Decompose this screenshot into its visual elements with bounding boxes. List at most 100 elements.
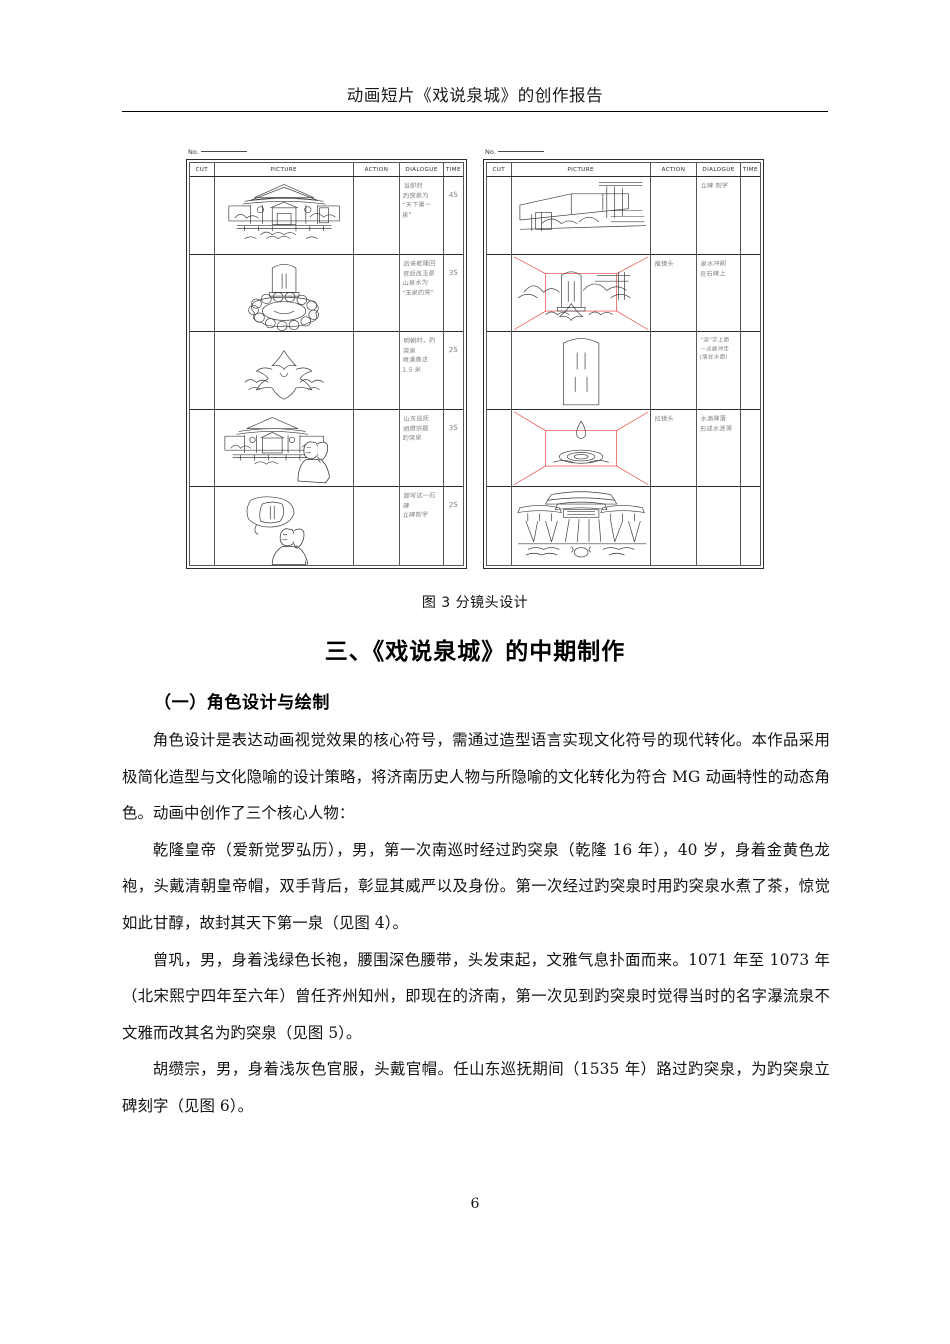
dialogue-text: 泉水冲刷 在石碑上 [700, 259, 727, 278]
action-text: 拉镜头 [654, 415, 674, 423]
sketch-beams-and-mountains [512, 177, 650, 254]
action-column-right: 推镜头 拉镜头 [650, 177, 698, 565]
cut-column-left [190, 177, 215, 565]
storyboard-cell-action [650, 177, 697, 255]
storyboard-cell-time: 2S [443, 332, 463, 410]
storyboard-cell-time [740, 332, 760, 410]
cut-column-right [487, 177, 512, 565]
storyboard-cell-dialogue: 明朝时，趵突泉 喷涌高达 1.5 米 [400, 332, 443, 410]
storyboard-cell-dialogue: 题写这一石碑 立碑刻字 [400, 487, 443, 565]
action-text [354, 487, 399, 492]
time-text [741, 332, 760, 347]
storyboard-body-right: 推镜头 拉镜头 立碑 刻字 泉水冲刷 在石碑上 "突"字上面 一点被冲走 (落在… [487, 177, 760, 565]
paragraph-qianlong: 乾隆皇帝（爱新觉罗弘历），男，第一次南巡时经过趵突泉（乾隆 16 年），40 岁… [122, 840, 830, 932]
storyboard-cell-action [650, 332, 697, 410]
storyboard-table-right: CUT PICTURE ACTION DIALOGUE TIME [483, 159, 764, 569]
dialogue-column-right: 立碑 刻字 泉水冲刷 在石碑上 "突"字上面 一点被冲走 (落在水面) 水滴降落… [697, 177, 741, 565]
column-header-time: TIME [742, 166, 758, 173]
storyboard-cell-picture [214, 332, 353, 410]
column-header-action: ACTION [651, 163, 698, 176]
dialogue-text: 当即封 趵突泉为 "天下第一泉" [402, 182, 432, 219]
sketch-stele-closeup [512, 332, 650, 409]
action-text [354, 177, 399, 182]
column-header-dialogue: DIALOGUE [697, 163, 741, 176]
storyboard-table-inner-left: CUT PICTURE ACTION DIALOGUE TIME [189, 162, 464, 566]
time-text: 4S [448, 190, 458, 200]
storyboard-cell-dialogue: 水滴降落 形成水涟漪 [697, 410, 740, 488]
storyboard-cell-dialogue: "突"字上面 一点被冲走 (落在水面) [697, 332, 740, 410]
dialogue-text: 题写这一石碑 立碑刻字 [402, 492, 436, 520]
sketch-pavilion-wide [215, 177, 353, 254]
storyboard-cell-time: 2S [444, 487, 463, 565]
storyboard-table-inner-right: CUT PICTURE ACTION DIALOGUE TIME [486, 162, 761, 566]
storyboard-cell-dialogue: 立碑 刻字 [697, 177, 740, 255]
storyboard-cell-picture [511, 255, 650, 333]
time-column-right [740, 177, 760, 565]
action-text [354, 410, 399, 415]
sheet-no-blank [497, 151, 544, 152]
sheet-no-left: No. [186, 146, 467, 159]
storyboard-figure: No. CUT PICTURE ACTION DIALOGUE TIME [186, 146, 764, 571]
time-text: 3S [448, 423, 458, 433]
running-header: 动画短片《戏说泉城》的创作报告 [122, 84, 828, 113]
column-header-time: TIME [445, 166, 461, 173]
storyboard-cell-time: 4S [443, 177, 463, 255]
page-number: 6 [470, 1196, 480, 1212]
column-header-cut: CUT [487, 163, 512, 176]
time-text [741, 410, 760, 425]
header-rule [122, 111, 828, 113]
picture-column-right [511, 177, 651, 565]
storyboard-cell-picture [511, 177, 650, 255]
storyboard-header-row-left: CUT PICTURE ACTION DIALOGUE TIME [190, 163, 463, 177]
sketch-stele-mountains-zoom [512, 255, 650, 332]
action-text [354, 255, 399, 260]
storyboard-cell-action [353, 255, 400, 333]
action-text [651, 177, 696, 182]
storyboard-cell-picture [214, 255, 353, 333]
storyboard-cell-dialogue: 山东巡抚 胡缵宗题 趵突泉 [400, 410, 443, 488]
storyboard-cell-picture [214, 177, 353, 255]
time-text [741, 255, 760, 270]
storyboard-cell-action [651, 487, 696, 565]
storyboard-cell-time [741, 487, 760, 565]
sketch-spring-pool-stele [215, 255, 353, 332]
sheet-no-label: No. [188, 148, 199, 156]
storyboard-cell-time [740, 410, 760, 488]
storyboard-cell-action [353, 332, 400, 410]
storyboard-cell-dialogue [697, 487, 740, 565]
paragraph-zenggong: 曾巩，男，身着浅绿色长袍，腰围深色腰带，头发束起，文雅气息扑面而来。1071 年… [122, 950, 830, 1042]
action-column-left [353, 177, 401, 565]
storyboard-cell-action [354, 487, 399, 565]
dialogue-text [697, 487, 740, 492]
body-text: 角色设计是表达动画视觉效果的核心符号，需通过造型语言实现文化符号的现代转化。本作… [122, 722, 830, 1125]
storyboard-cell-picture [511, 332, 650, 410]
storyboard-cell-dialogue: 泉水冲刷 在石碑上 [697, 255, 740, 333]
storyboard-body-left: 当即封 趵突泉为 "天下第一泉" 后来乾隆回 宫后改玉泉 山泉水为 "玉泉趵突"… [190, 177, 463, 565]
sketch-hall-lowangle-water [512, 487, 650, 565]
sketch-pavilion-with-figure [215, 410, 353, 487]
storyboard-cell-action: 拉镜头 [650, 410, 697, 488]
storyboard-cell-picture [215, 487, 353, 565]
time-text: 2S [448, 345, 458, 355]
storyboard-cell-action [353, 177, 400, 255]
sketch-cloud-spring-motif [215, 332, 353, 409]
storyboard-header-row-right: CUT PICTURE ACTION DIALOGUE TIME [487, 163, 760, 177]
storyboard-cell-dialogue: 后来乾隆回 宫后改玉泉 山泉水为 "玉泉趵突" [400, 255, 443, 333]
column-header-dialogue: DIALOGUE [400, 163, 444, 176]
storyboard-cell-dialogue: 当即封 趵突泉为 "天下第一泉" [400, 177, 443, 255]
action-text [651, 332, 696, 337]
storyboard-cell-picture [511, 410, 650, 488]
storyboard-sheet-right: No. CUT PICTURE ACTION DIALOGUE TIME [483, 146, 764, 571]
column-header-picture: PICTURE [215, 163, 354, 176]
column-header-cut: CUT [190, 163, 215, 176]
sketch-figure-with-speech-tablet [215, 487, 353, 565]
dialogue-text: 山东巡抚 胡缵宗题 趵突泉 [402, 415, 430, 442]
time-text [741, 177, 760, 192]
column-header-action: ACTION [354, 163, 401, 176]
storyboard-sheet-left: No. CUT PICTURE ACTION DIALOGUE TIME [186, 146, 467, 571]
dialogue-text: 水滴降落 形成水涟漪 [700, 415, 733, 433]
dialogue-text: 立碑 刻字 [700, 182, 729, 190]
action-text [354, 332, 399, 337]
storyboard-cell-time [740, 255, 760, 333]
paragraph-huzuanzong: 胡缵宗，男，身着浅灰色官服，头戴官帽。任山东巡抚期间（1535 年）路过趵突泉，… [122, 1060, 830, 1115]
